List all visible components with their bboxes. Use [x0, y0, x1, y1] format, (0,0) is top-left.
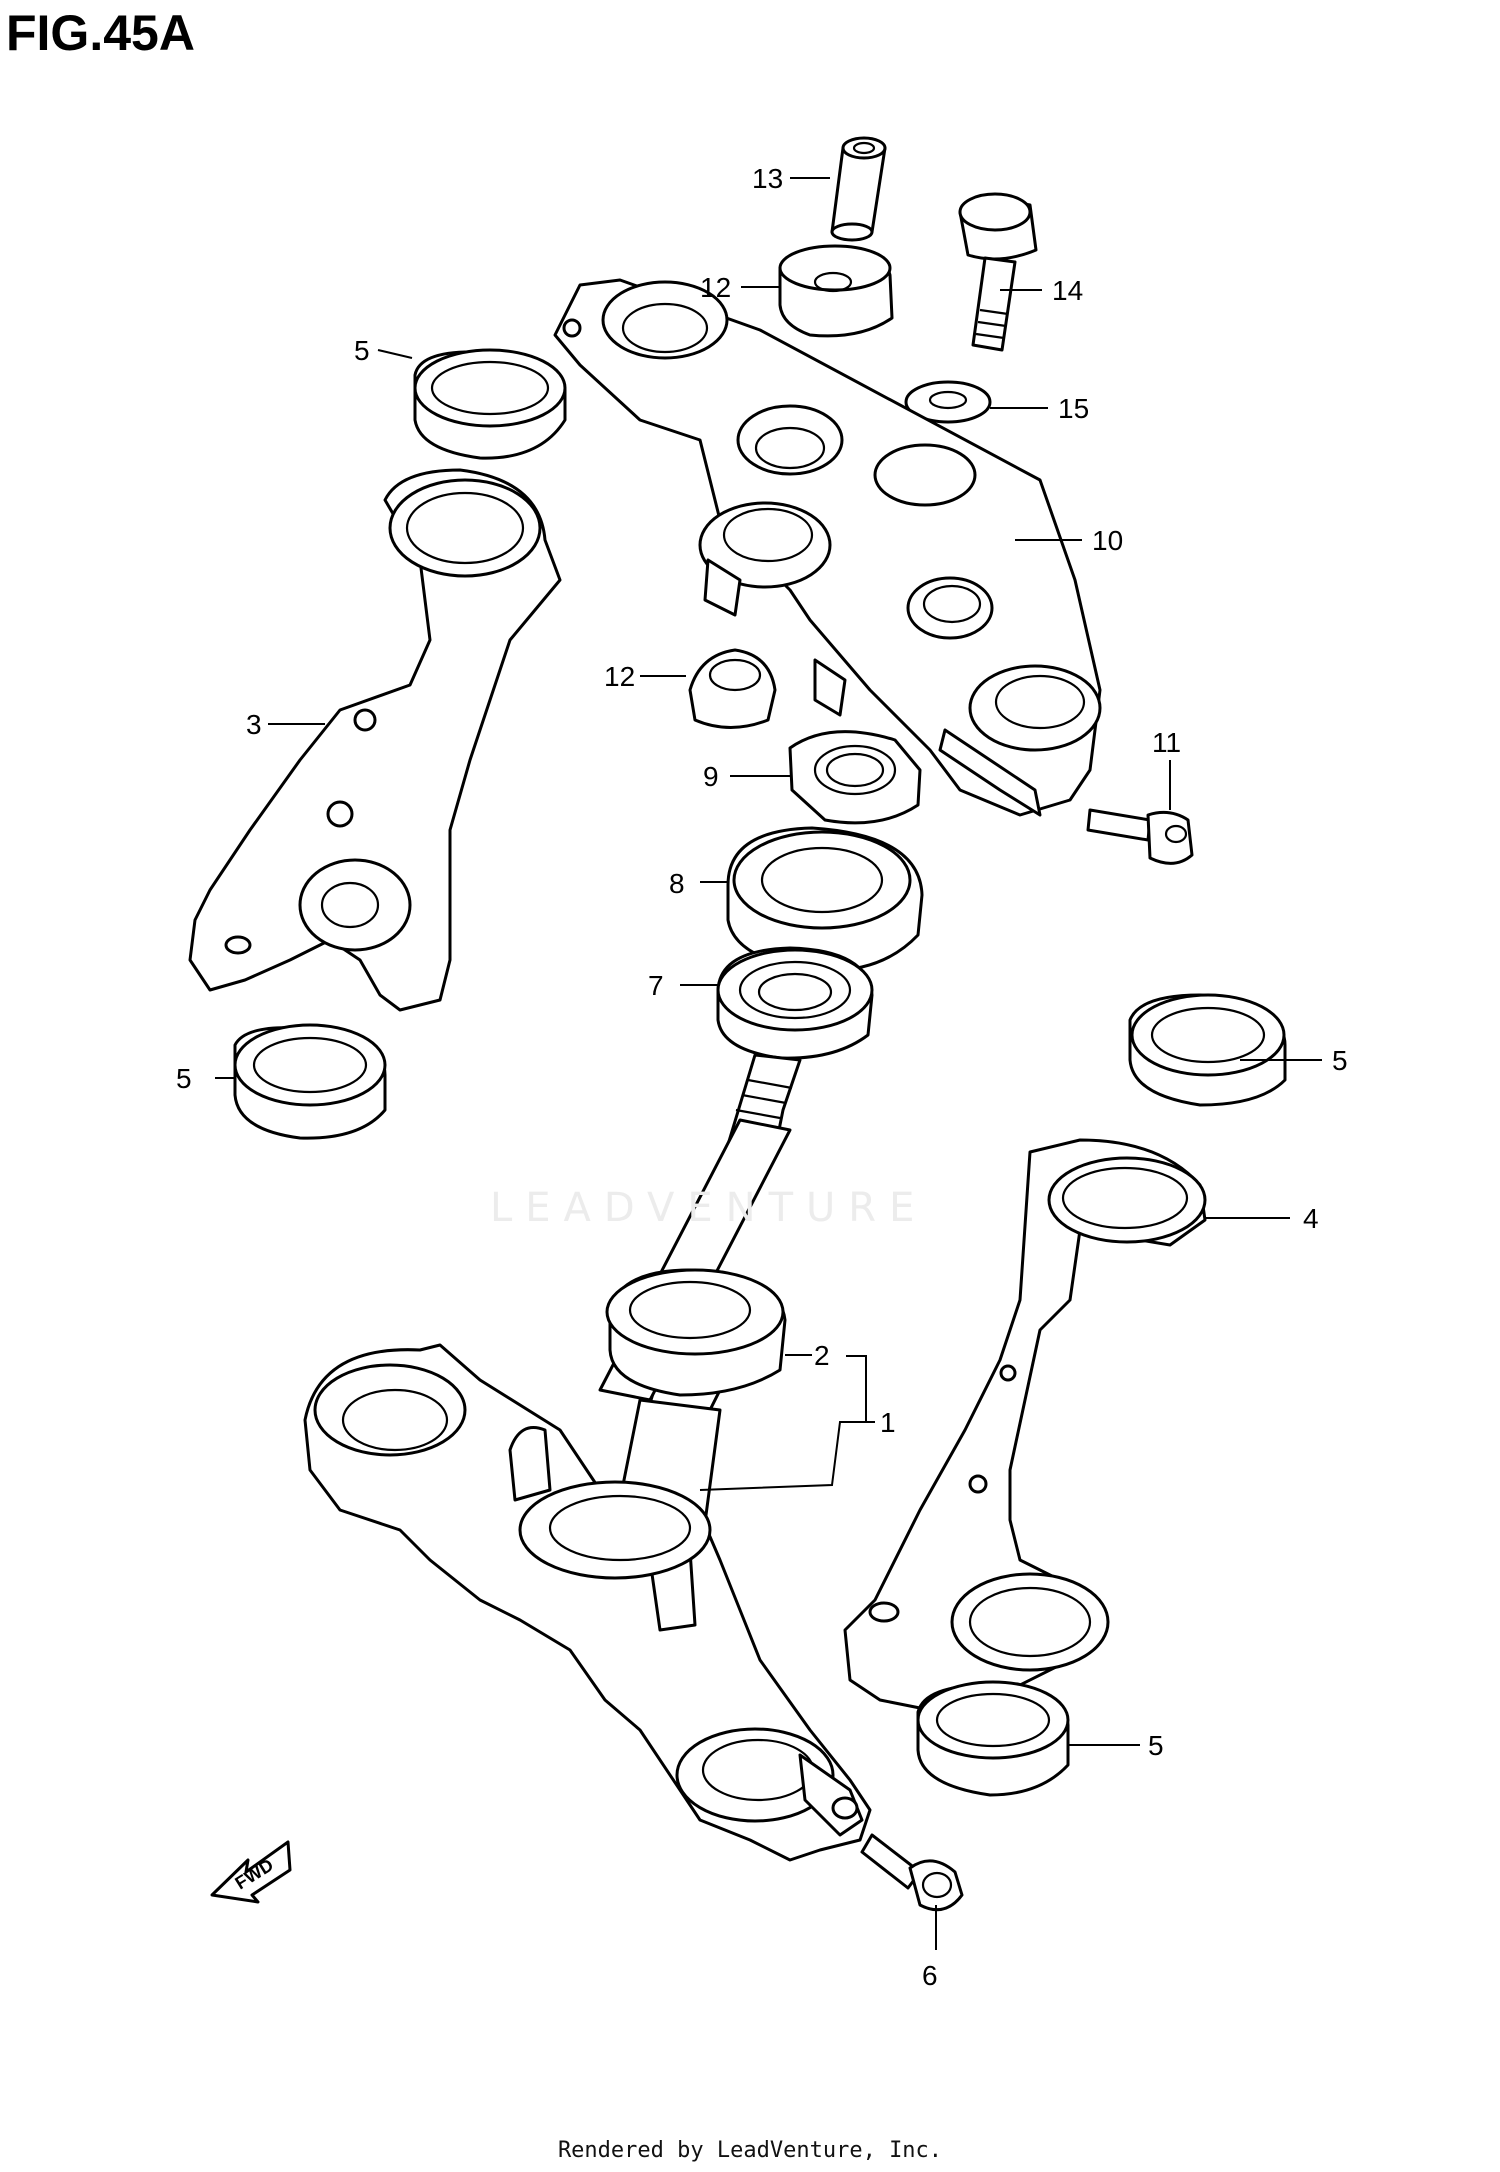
part-5-seal-left[interactable] [233, 1023, 387, 1140]
part-2-lower-bearing[interactable] [605, 1268, 787, 1397]
part-5-seal-upper-left[interactable] [413, 348, 567, 460]
part-9-nut[interactable] [788, 730, 922, 825]
leader-lines [215, 177, 1322, 1950]
part-11-bolt[interactable] [1086, 808, 1194, 865]
part-12-grommet-upper[interactable] [778, 244, 894, 338]
part-1-lower-bracket[interactable] [303, 1343, 872, 1862]
callout-labels: 13 12 14 15 10 5 3 12 9 11 8 7 5 5 4 2 1… [176, 163, 1348, 1991]
callout-5-upper-left: 5 [354, 335, 370, 366]
callout-14: 14 [1052, 275, 1083, 306]
callout-9: 9 [703, 761, 719, 792]
callout-5-left: 5 [176, 1063, 192, 1094]
callout-13: 13 [752, 163, 783, 194]
part-5-seal-right-upper[interactable] [1128, 993, 1287, 1107]
callout-5-right-upper: 5 [1332, 1045, 1348, 1076]
callout-8: 8 [669, 868, 685, 899]
part-8-seal[interactable] [726, 826, 924, 973]
callout-1: 1 [880, 1407, 896, 1438]
fwd-arrow-icon: FWD [210, 1840, 292, 1904]
callout-12-upper: 12 [700, 272, 731, 303]
callout-4: 4 [1303, 1203, 1319, 1234]
callout-7: 7 [648, 970, 664, 1001]
figure-title: FIG.45A [6, 5, 195, 61]
callout-3: 3 [246, 709, 262, 740]
part-12-grommet-lower[interactable] [688, 648, 777, 729]
part-5-seal-right-lower[interactable] [916, 1680, 1070, 1797]
watermark: LEADVENTURE [490, 1185, 928, 1231]
part-14-bolt[interactable] [958, 192, 1038, 352]
callout-15: 15 [1058, 393, 1089, 424]
part-13-sleeve[interactable] [830, 136, 887, 242]
part-7-bearing[interactable] [716, 946, 874, 1060]
callout-12-lower: 12 [604, 661, 635, 692]
footer-credit: Rendered by LeadVenture, Inc. [557, 2138, 943, 2163]
callout-6: 6 [922, 1960, 938, 1991]
part-15-washer[interactable] [904, 380, 992, 424]
part-6-bolt[interactable] [860, 1833, 964, 1912]
callout-2: 2 [814, 1340, 830, 1371]
part-10-upper-bracket[interactable] [553, 278, 1102, 817]
callout-11: 11 [1152, 727, 1181, 758]
callout-5-right-lower: 5 [1148, 1730, 1164, 1761]
callout-10: 10 [1092, 525, 1123, 556]
part-4-fork-bracket-right[interactable] [843, 1138, 1207, 1712]
part-3-fork-bracket-left[interactable] [188, 468, 562, 1012]
